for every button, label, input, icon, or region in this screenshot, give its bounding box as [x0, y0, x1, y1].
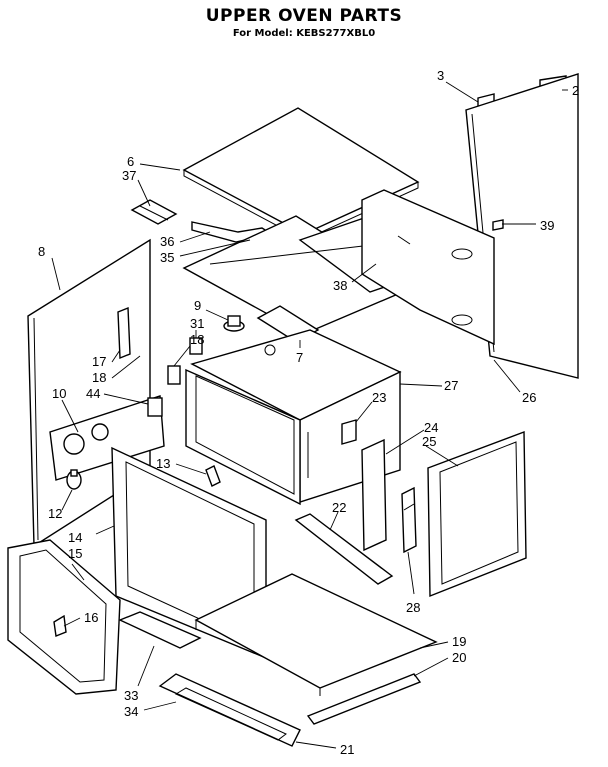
callout-18-upper: 18	[190, 332, 204, 347]
callout-17: 17	[92, 354, 106, 369]
part-13-clip	[205, 465, 221, 487]
callout-24: 24	[424, 420, 438, 435]
callout-23: 23	[372, 390, 386, 405]
callout-20: 20	[452, 650, 466, 665]
callout-15: 15	[68, 546, 82, 561]
callout-38: 38	[333, 278, 347, 293]
callout-21: 21	[340, 742, 354, 757]
callout-25: 25	[422, 434, 436, 449]
callout-12: 12	[48, 506, 62, 521]
part-37-hinge	[130, 199, 178, 225]
callout-19: 19	[452, 634, 466, 649]
callout-7: 7	[296, 350, 303, 365]
part-23-bracket	[341, 419, 357, 445]
leader-lines	[51, 81, 568, 749]
part-16-clip	[53, 614, 67, 637]
callout-27: 27	[444, 378, 458, 393]
callout-33: 33	[124, 688, 138, 703]
callout-28: 28	[406, 600, 420, 615]
part-9-knob	[223, 315, 245, 332]
callout-37: 37	[122, 168, 136, 183]
callout-26: 26	[522, 390, 536, 405]
callout-9: 9	[194, 298, 201, 313]
callout-14: 14	[68, 530, 82, 545]
part-12-lamp	[66, 469, 82, 490]
part-20-strip	[306, 673, 422, 725]
callout-18-lower: 18	[92, 370, 106, 385]
part-33-bracket	[118, 611, 202, 649]
callout-8: 8	[38, 244, 45, 259]
callout-6: 6	[127, 154, 134, 169]
callout-35: 35	[160, 250, 174, 265]
callout-10: 10	[52, 386, 66, 401]
part-34-21-vent	[158, 673, 301, 747]
part-18-switch	[167, 365, 181, 385]
right-side-panel	[361, 189, 495, 346]
callout-16: 16	[84, 610, 98, 625]
part-22-rail	[294, 513, 394, 585]
part-28-latch	[401, 486, 417, 554]
callout-2: 2	[572, 83, 579, 98]
callout-13: 13	[156, 456, 170, 471]
model-number: For Model: KEBS277XBL0	[232, 28, 376, 39]
callout-3: 3	[437, 68, 444, 83]
callout-22: 22	[332, 500, 346, 515]
callout-39: 39	[540, 218, 554, 233]
part-24-bracket	[361, 438, 387, 552]
diagram-title: UPPER OVEN PARTS	[205, 6, 403, 26]
callout-31: 31	[190, 316, 204, 331]
callout-36: 36	[160, 234, 174, 249]
callout-44: 44	[86, 386, 100, 401]
part-44-10-element	[49, 395, 165, 481]
part-25-door-panel	[427, 430, 527, 598]
part-19-bottom-panel	[194, 573, 438, 696]
callout-34: 34	[124, 704, 138, 719]
